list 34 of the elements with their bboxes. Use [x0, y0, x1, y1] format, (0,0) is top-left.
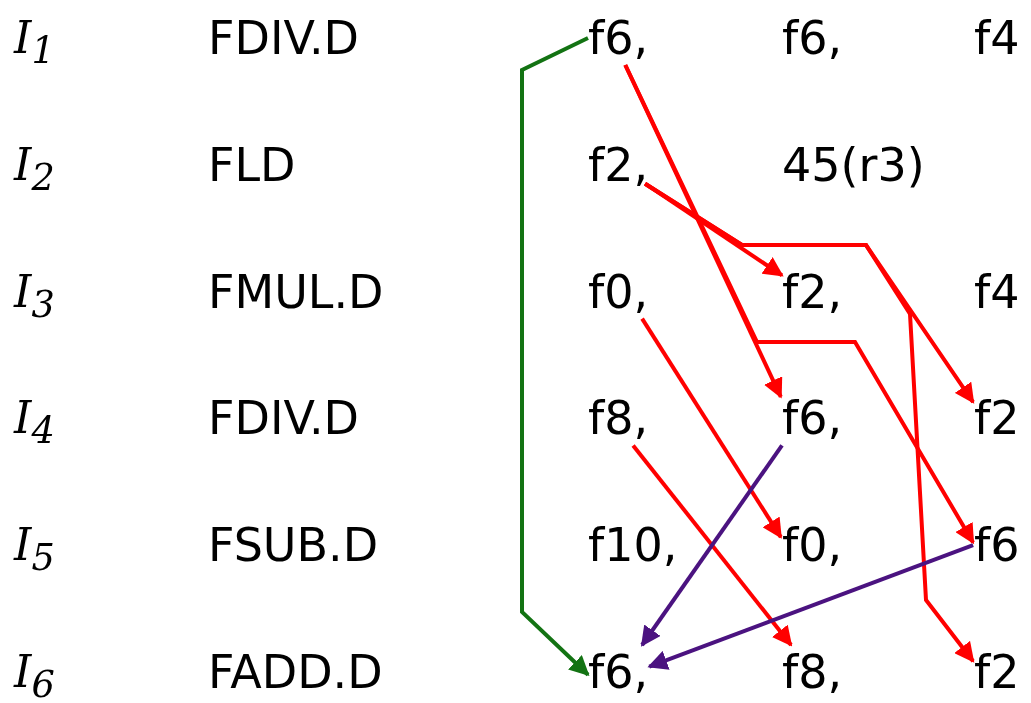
- register-operand: f4: [974, 264, 1020, 319]
- register-operand: f2,: [782, 264, 843, 319]
- register-operand: f2: [974, 645, 1020, 699]
- instruction-index-label: I$_{3}$: [14, 264, 55, 328]
- instruction-index-label: I$_{2}$: [14, 137, 55, 201]
- register-operand: f6,: [588, 645, 649, 699]
- register-operand: f6,: [588, 11, 649, 65]
- dependency-arrow: [623, 64, 975, 545]
- dependency-arrow: [644, 182, 975, 663]
- instruction-index-label: I$_{1}$: [14, 11, 55, 74]
- instruction-index-label: I$_{4}$: [14, 391, 55, 455]
- register-operand: f8,: [588, 391, 649, 446]
- register-operand: f4: [974, 11, 1020, 65]
- opcode-label: FMUL.D: [208, 264, 384, 319]
- register-operand: f6: [974, 518, 1020, 573]
- register-operand: f2,: [588, 137, 649, 192]
- register-operand: f2: [974, 391, 1020, 446]
- instruction-index-label: I$_{6}$: [14, 645, 55, 703]
- dependency-arrow: [647, 543, 974, 670]
- register-operand: 45(r3): [782, 137, 925, 192]
- register-operand: f6,: [782, 11, 843, 65]
- opcode-label: FLD: [208, 137, 296, 192]
- register-operand: f0,: [782, 518, 843, 573]
- opcode-label: FDIV.D: [208, 391, 360, 446]
- dependency-arrow: [640, 317, 783, 539]
- opcode-label: FDIV.D: [208, 11, 360, 65]
- instruction-index-label: I$_{5}$: [14, 518, 55, 581]
- opcode-label: FADD.D: [208, 645, 383, 699]
- register-operand: f0,: [588, 264, 649, 319]
- dependency-arrow: [520, 36, 590, 677]
- opcode-label: FSUB.D: [208, 518, 379, 573]
- register-operand: f8,: [782, 645, 843, 699]
- register-operand: f6,: [782, 391, 843, 446]
- register-operand: f10,: [588, 518, 678, 573]
